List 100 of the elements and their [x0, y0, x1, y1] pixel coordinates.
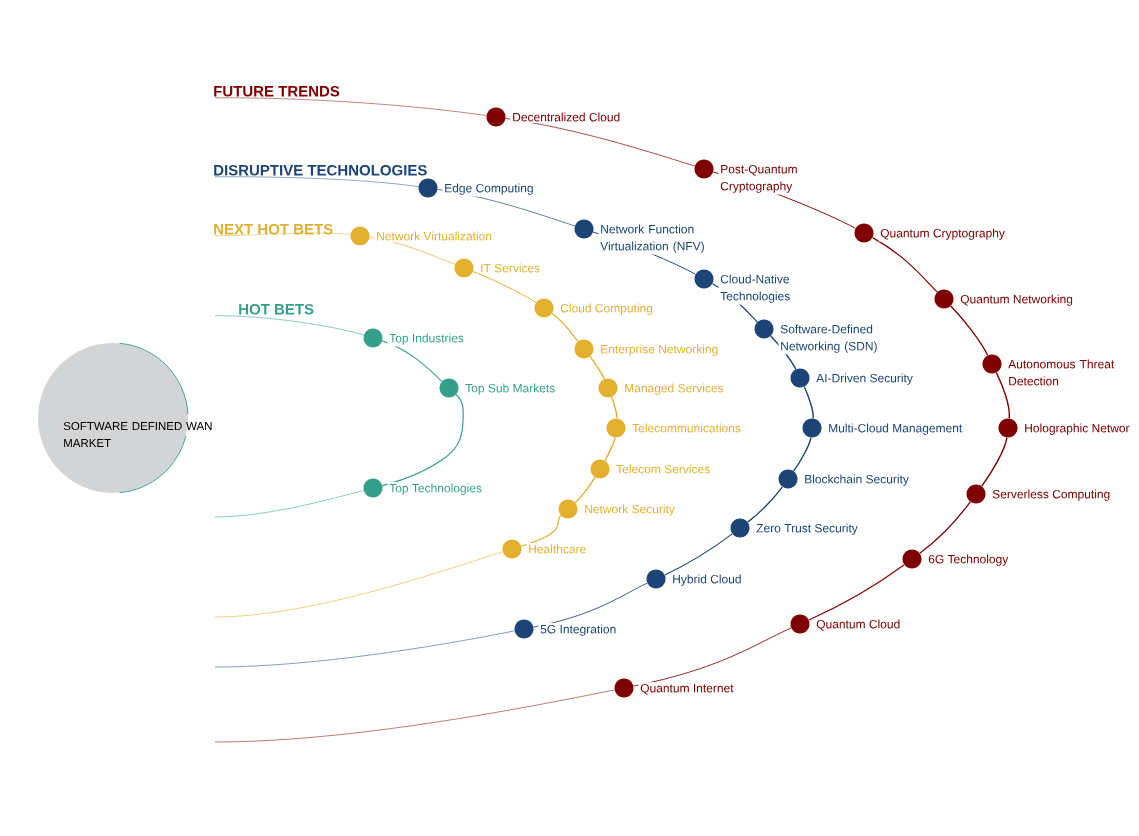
dot	[694, 159, 714, 179]
dot	[574, 219, 594, 239]
connector-line	[803, 386, 814, 420]
connector-line	[214, 176, 419, 187]
category-heading: FUTURE TRENDS	[214, 85, 340, 97]
dot	[486, 107, 506, 127]
item-label: IT Services	[481, 263, 540, 273]
item-label: Top Sub Markets	[465, 383, 555, 395]
dot	[363, 478, 383, 498]
dot	[439, 378, 459, 398]
category-heading: DISRUPTIVE TECHNOLOGIES	[214, 164, 427, 176]
item-label: Telecom Services	[616, 464, 710, 474]
dot	[614, 678, 634, 698]
item-label: Managed Services	[625, 383, 724, 395]
connector-line	[369, 236, 456, 265]
dot	[998, 418, 1018, 438]
dot	[966, 484, 986, 504]
connector-line	[711, 283, 758, 323]
connector-line	[604, 436, 616, 462]
dot	[790, 614, 810, 634]
connector-line	[808, 564, 905, 621]
dot	[514, 619, 534, 639]
dot	[730, 518, 750, 538]
item-label: Serverless Computing	[992, 489, 1110, 501]
connector-line	[214, 315, 364, 336]
item-label: Edge Computing	[445, 183, 533, 195]
item-label: Enterprise Networking	[601, 344, 718, 356]
connector-line	[505, 118, 696, 167]
dot	[854, 223, 874, 243]
dot	[590, 459, 610, 479]
item-label: Holographic Networ	[1025, 423, 1130, 435]
dot	[778, 469, 798, 489]
item-label: Quantum Internet	[640, 683, 734, 695]
dot	[606, 418, 626, 438]
item-label: Cloud-Native Technologies	[720, 274, 790, 303]
dot	[754, 319, 774, 339]
item-label: Quantum Cloud	[816, 619, 900, 631]
dot	[363, 328, 383, 348]
connector-line	[995, 371, 1011, 420]
item-label: Network Security	[585, 504, 675, 516]
connector-line	[520, 514, 562, 547]
item-label: Software-Defined Networking (SDN)	[780, 324, 877, 353]
category-heading: HOT BETS	[239, 303, 314, 315]
dot	[418, 178, 438, 198]
connector-line	[610, 396, 618, 420]
item-label: Telecommunications	[632, 423, 741, 433]
connector-line	[381, 393, 464, 487]
connector-line	[792, 436, 812, 472]
item-label: Top Technologies	[389, 483, 482, 495]
dot	[534, 298, 554, 318]
item-label: Post-Quantum Cryptography	[720, 164, 797, 193]
connector-line	[712, 171, 856, 229]
connector-line	[214, 232, 351, 236]
dot	[802, 418, 822, 438]
item-label: Multi-Cloud Management	[829, 423, 963, 435]
dot	[982, 354, 1002, 374]
connector-line	[981, 436, 1008, 487]
item-label: Blockchain Security	[805, 474, 909, 486]
connector-line	[472, 271, 537, 304]
connector-line	[770, 335, 797, 370]
connector-line	[214, 630, 515, 668]
item-label: Healthcare	[529, 544, 586, 554]
dot	[350, 226, 370, 246]
connector-line	[664, 533, 733, 576]
dot	[694, 269, 714, 289]
item-label: Network Virtualization	[377, 231, 492, 241]
dot	[454, 258, 474, 278]
connector-line	[214, 551, 504, 618]
dot	[598, 378, 618, 398]
connector-line	[747, 486, 783, 523]
dot	[574, 339, 594, 359]
item-label: Top Industries	[389, 333, 464, 345]
connector-line	[592, 231, 696, 275]
connector-line	[214, 490, 364, 518]
connector-line	[533, 582, 648, 628]
connector-line	[437, 189, 576, 227]
connector-line	[214, 97, 487, 116]
connector-line	[919, 501, 971, 554]
item-label: Decentralized Cloud	[513, 112, 620, 122]
item-label: Hybrid Cloud	[673, 574, 741, 586]
dot	[902, 549, 922, 569]
connector-line	[950, 305, 989, 356]
connector-line	[589, 355, 606, 380]
dot	[558, 499, 578, 519]
connector-line	[633, 627, 792, 687]
item-label: Network Function Virtualization (NFV)	[600, 224, 704, 253]
item-label: Quantum Networking	[960, 294, 1073, 306]
item-label: Cloud Computing	[560, 303, 653, 315]
connector-line	[574, 476, 596, 504]
dot	[790, 368, 810, 388]
item-label: 6G Technology	[928, 554, 1009, 566]
item-label: Quantum Cryptography	[880, 228, 1005, 240]
category-heading: NEXT HOT BETS	[214, 223, 333, 235]
item-label: AI-Driven Security	[816, 373, 913, 385]
dot	[646, 569, 666, 589]
item-label: Autonomous Threat Detection	[1008, 359, 1115, 386]
connector-line	[551, 312, 579, 343]
connector-line	[214, 689, 615, 743]
dot	[934, 289, 954, 309]
item-label: Zero Trust Security	[756, 523, 858, 535]
